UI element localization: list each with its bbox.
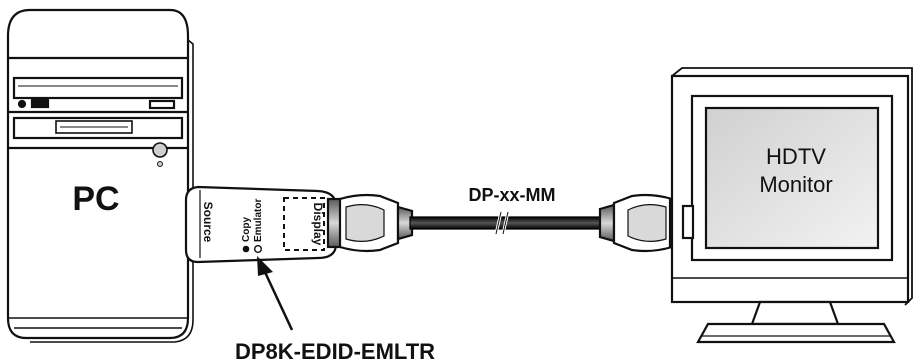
monitor-label-line2: Monitor bbox=[759, 172, 832, 197]
hdtv-monitor bbox=[670, 67, 913, 344]
source-port-label: Source bbox=[201, 202, 215, 243]
left-displayport-connector bbox=[326, 193, 414, 253]
edid-emulator-device bbox=[184, 185, 338, 264]
monitor-label-line1: HDTV bbox=[766, 144, 826, 169]
cable-label: DP-xx-MM bbox=[468, 185, 555, 205]
display-port-label: Display bbox=[311, 203, 325, 246]
copy-mode-indicator-icon bbox=[242, 245, 250, 253]
displayport-cable bbox=[409, 211, 603, 235]
switch-option-copy-label: Copy bbox=[241, 217, 252, 242]
model-pointer-arrow bbox=[257, 256, 294, 331]
switch-option-emulator-label: Emulator bbox=[253, 199, 264, 242]
emulator-mode-indicator-icon bbox=[253, 244, 262, 253]
mode-switch: Copy Emulator bbox=[241, 199, 264, 253]
pc-tower bbox=[6, 8, 194, 343]
model-label: DP8K-EDID-EMLTR bbox=[235, 339, 435, 364]
pc-label: PC bbox=[72, 180, 119, 218]
